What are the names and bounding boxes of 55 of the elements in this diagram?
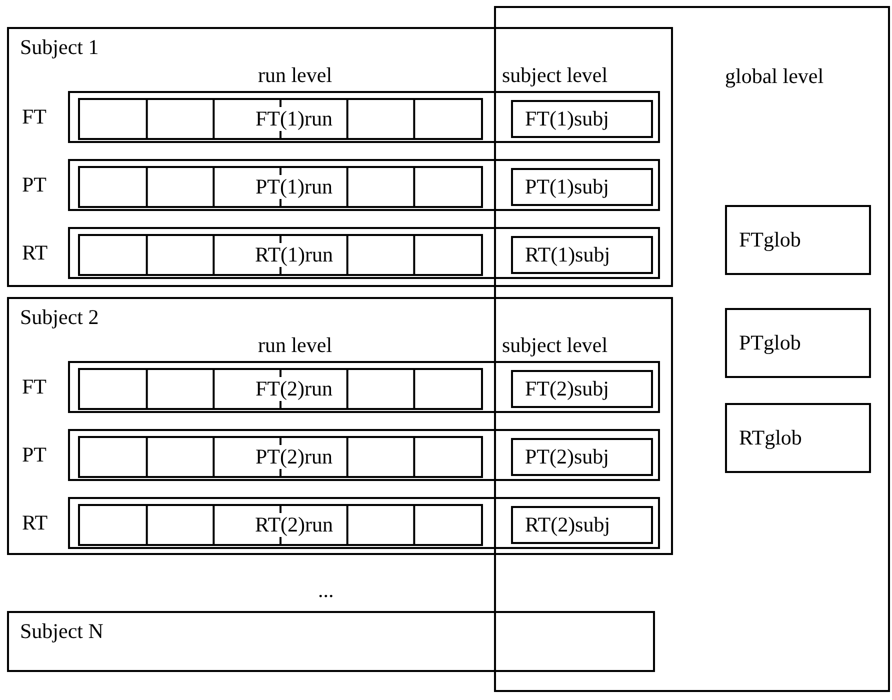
subject-level-box (511, 236, 653, 274)
subject-level-box (511, 438, 653, 476)
row-frame (68, 159, 660, 211)
box-label: FTglob (739, 230, 801, 250)
row-frame (68, 361, 660, 413)
row-label: RT (22, 242, 48, 264)
box-label: RTglob (739, 428, 802, 448)
row-frame (68, 91, 660, 143)
box-label: PT(2)subj (525, 446, 609, 468)
global-estimate-box (725, 308, 871, 378)
subject-level-box (511, 100, 653, 138)
box-label: PT(1)run (256, 176, 332, 198)
subject-level-box (511, 168, 653, 206)
box-label: FT(2)subj (525, 378, 609, 400)
box-label: RT(2)subj (525, 514, 610, 536)
column-heading: global level (725, 66, 824, 87)
row-label: RT (22, 512, 48, 534)
box-label: RT(1)subj (525, 244, 610, 266)
global-estimate-box (725, 205, 871, 275)
box-label: RT(2)run (254, 514, 334, 536)
global-estimate-box (725, 403, 871, 473)
row-frame (68, 227, 660, 279)
box-label: FT(2)run (256, 378, 332, 400)
panel-heading: Subject 2 (20, 307, 99, 328)
subject-panel (7, 297, 673, 555)
panel-heading: Subject N (20, 621, 104, 642)
panel-heading: Subject 1 (20, 37, 99, 58)
box-label: RT(1)run (254, 244, 334, 266)
column-heading: run level (258, 335, 332, 356)
global-level-panel (494, 6, 890, 692)
run-level-box (78, 368, 483, 410)
box-label: FT(1)subj (525, 108, 609, 130)
column-heading: subject level (502, 65, 608, 86)
row-label: PT (22, 444, 47, 466)
run-level-box (78, 504, 483, 546)
run-level-box (78, 98, 483, 140)
ellipsis-text: ... (318, 580, 334, 601)
column-heading: run level (258, 65, 332, 86)
subject-level-box (511, 370, 653, 408)
row-label: FT (22, 106, 47, 128)
box-label: PTglob (739, 332, 801, 354)
row-frame (68, 497, 660, 549)
row-frame (68, 429, 660, 481)
box-label: FT(1)run (256, 108, 332, 130)
subject-panel (7, 611, 655, 672)
run-level-box (78, 234, 483, 276)
box-label: PT(1)subj (525, 176, 609, 198)
row-label: PT (22, 174, 47, 196)
run-level-box (78, 166, 483, 208)
row-label: FT (22, 376, 47, 398)
subject-panel (7, 27, 673, 287)
subject-level-box (511, 506, 653, 544)
box-label: PT(2)run (256, 446, 332, 468)
column-heading: subject level (502, 335, 608, 356)
run-level-box (78, 436, 483, 478)
